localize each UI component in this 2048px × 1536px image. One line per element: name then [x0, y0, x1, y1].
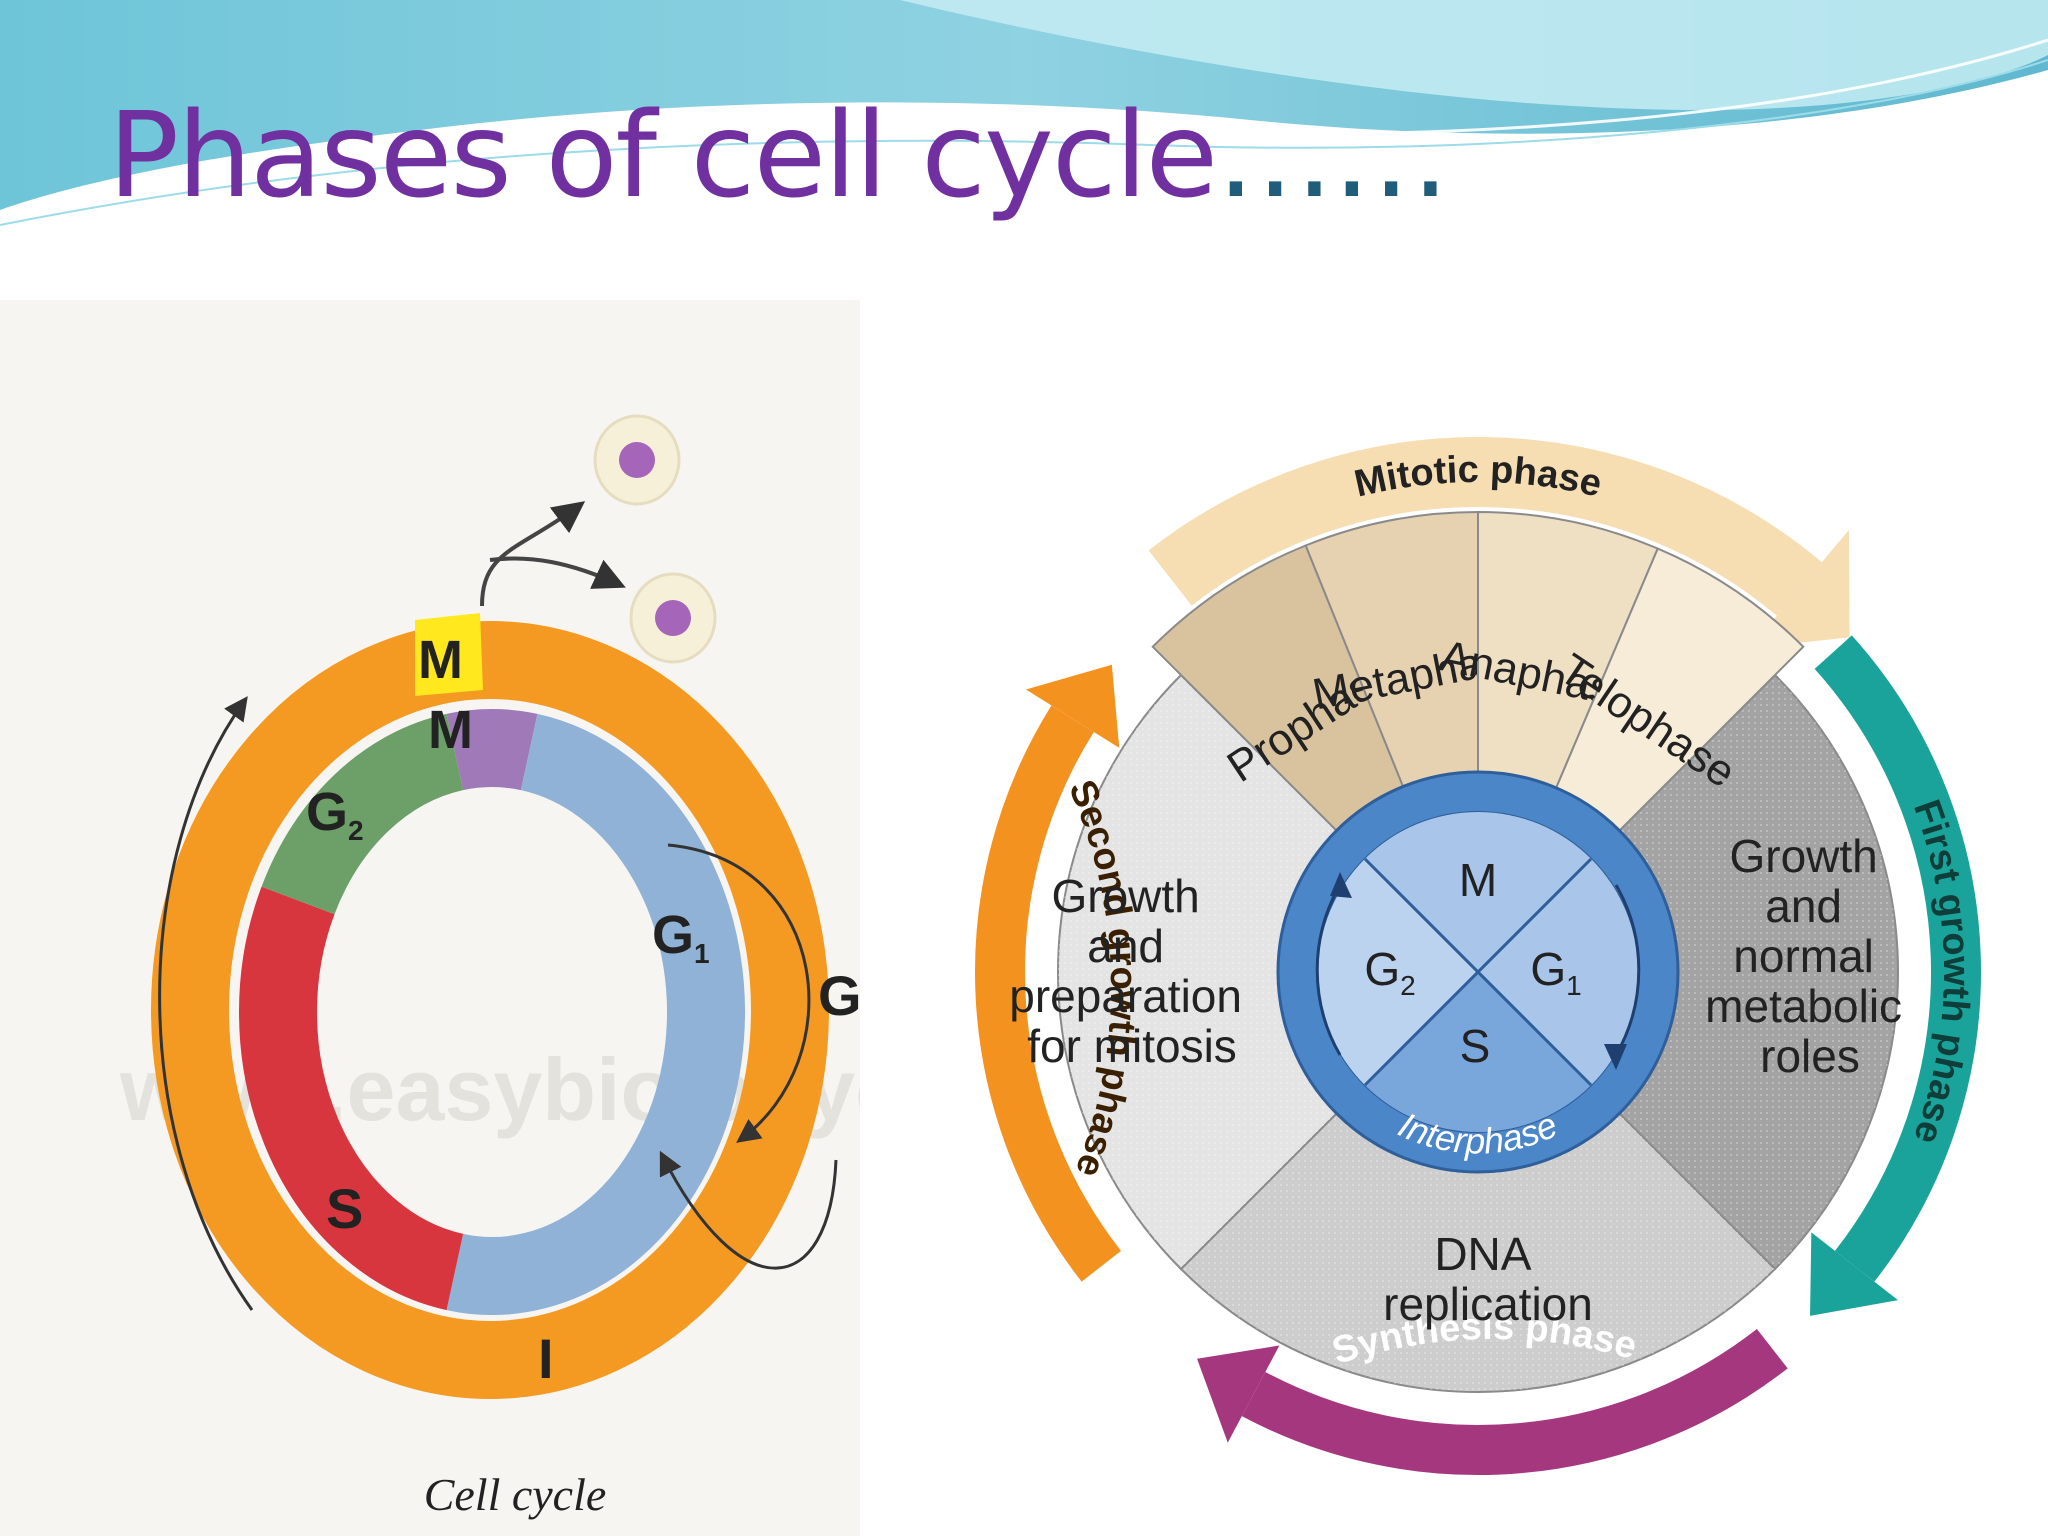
sector-bottom-text: DNA replication: [1383, 1228, 1593, 1330]
sector-right-text: Growth and normal metabolic roles: [1705, 830, 1915, 1082]
left-caption: Cell cycle: [424, 1469, 607, 1520]
hub-quadrant-g1: [1478, 858, 1639, 1086]
hub-arrow-left: [1315, 884, 1342, 1056]
hub-quadrant-m: [1364, 812, 1592, 972]
inner-s-label: S: [326, 1177, 363, 1240]
outer-interphase-label: I: [538, 1327, 554, 1390]
sector-right-line-4: metabolic: [1705, 980, 1902, 1032]
banner-line-2: [0, 59, 2048, 226]
sector-left-line-2: and: [1087, 920, 1164, 972]
arrow-first-growth-head: [1810, 1232, 1899, 1316]
inner-m-label: M: [428, 700, 473, 760]
hub-quadrant-g2: [1317, 858, 1478, 1086]
hub-arrow-right-head: [1604, 1044, 1627, 1070]
hub-quadrant-s: [1364, 972, 1592, 1132]
arrow-first-growth: [1814, 635, 1981, 1282]
slide-title: Phases of cell cycle……: [108, 96, 1450, 214]
slide-title-text: Phases of cell cycle: [108, 86, 1218, 224]
inner-ring-g1: [446, 713, 745, 1315]
sector-left-line-3: preparation: [1009, 970, 1242, 1022]
hub-label-m: M: [1459, 854, 1497, 906]
sector-right-line-2: and: [1765, 880, 1842, 932]
sector-right-line-3: normal: [1733, 930, 1874, 982]
inner-ring-m: [446, 709, 538, 791]
cycle-direction-arrow: [158, 696, 254, 1311]
sector-left-text: Growth and preparation for mitosis: [1009, 870, 1255, 1072]
inner-ring: [239, 709, 745, 1315]
inner-g2-label: G2: [306, 782, 364, 846]
banner-wave-light: [900, 0, 2048, 110]
banner-line-1: [0, 38, 2048, 217]
daughter-cell-top-nucleus: [619, 442, 655, 478]
sector-bottom-line-2: replication: [1383, 1278, 1593, 1330]
daughter-cells: [480, 414, 717, 664]
daughter-cell-bottom-nucleus: [655, 600, 691, 636]
arrow-second-growth: [975, 705, 1122, 1282]
arrow-mitotic-head: [1749, 529, 1850, 648]
arrow-mitotic: [1148, 437, 1822, 616]
slide-title-ellipsis: ……: [1216, 86, 1450, 224]
hub-arrow-left-head: [1330, 872, 1352, 898]
hub-label-g1: G1: [1530, 943, 1581, 1001]
hub-label-s: S: [1460, 1020, 1491, 1072]
arrow-second-growth-head: [1025, 664, 1120, 748]
sector-right-line-5: roles: [1760, 1030, 1860, 1082]
inner-ring-s: [239, 886, 464, 1311]
sector-left-line-4: for mitosis: [1027, 1020, 1237, 1072]
inner-g1-label: G1: [652, 905, 710, 969]
g0-label: G: [818, 964, 860, 1027]
g0-exit-arrow: [667, 843, 811, 1143]
arrow-synthesis: [1241, 1328, 1788, 1475]
g0-return-arrow: [659, 1150, 838, 1270]
sector-left-line-1: Growth: [1051, 870, 1199, 922]
outer-ring-mitosis-segment: [415, 613, 483, 696]
hub-arrow-right: [1614, 884, 1641, 1056]
outer-ring: [151, 613, 829, 1399]
left-cell-cycle-diagram: www.easybiologyclass G M I M G1 G2: [0, 300, 860, 1536]
inner-ring-g2: [261, 713, 465, 915]
arrow-synthesis-head: [1197, 1345, 1280, 1443]
outer-ring-interphase: [151, 621, 829, 1399]
division-arrow-upper: [480, 501, 586, 607]
sector-right-line-1: Growth: [1729, 830, 1877, 882]
outer-mitosis-label: M: [418, 630, 463, 690]
sector-bottom-line-1: DNA: [1434, 1228, 1531, 1280]
interphase-hub: M G2 G1 S Interphase: [1276, 770, 1680, 1174]
hub-divider-2: [1363, 857, 1593, 1087]
division-arrow-lower: [489, 556, 626, 589]
hub-label-g2: G2: [1364, 943, 1415, 1001]
